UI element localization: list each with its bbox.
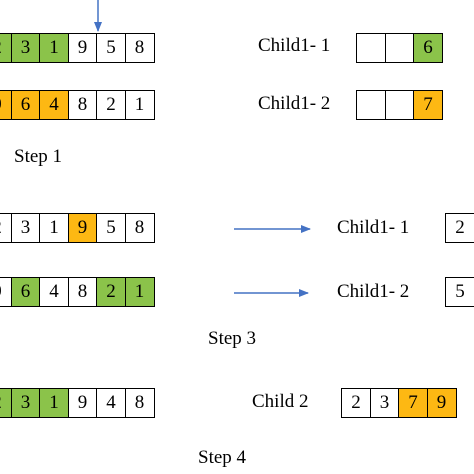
step3-caption: Step 3 (208, 328, 257, 349)
gene-cell: 4 (39, 90, 69, 120)
step1-child1-row: 6 (356, 33, 443, 63)
step3-child1-row: 2 (445, 213, 474, 243)
gene-cell: 2 (445, 213, 474, 243)
gene-cell: 3 (369, 388, 400, 418)
step4-parent-row: 231948 (0, 388, 155, 418)
gene-cell: 1 (39, 33, 69, 63)
gene-cell: 9 (67, 388, 98, 418)
gene-cell: 8 (67, 90, 98, 120)
step1-parent1-row: 231958 (0, 33, 155, 63)
gene-cell: 8 (124, 33, 155, 63)
gene-cell: 2 (96, 277, 126, 307)
gene-cell: 8 (124, 213, 155, 243)
gene-cell: 1 (124, 90, 155, 120)
gene-cell: 2 (96, 90, 126, 120)
gene-cell (356, 90, 386, 120)
gene-cell: 8 (67, 277, 98, 307)
child2-label: Child 2 (252, 391, 309, 412)
step1-caption: Step 1 (14, 146, 63, 167)
gene-cell: 7 (398, 388, 428, 418)
gene-cell: 2 (341, 388, 371, 418)
gene-cell (384, 33, 415, 63)
gene-cell: 3 (10, 213, 41, 243)
gene-cell (384, 90, 415, 120)
gene-cell: 5 (445, 277, 474, 307)
step1-child2-row: 7 (356, 90, 443, 120)
child1-1-label: Child1- 1 (258, 35, 331, 56)
step1-parent2-row: 964821 (0, 90, 155, 120)
step3-child2-row: 5 (445, 277, 474, 307)
gene-cell: 5 (96, 33, 126, 63)
gene-cell: 9 (67, 33, 98, 63)
gene-cell: 8 (124, 388, 155, 418)
gene-cell: 6 (413, 33, 443, 63)
child1-1-label-step3: Child1- 1 (337, 217, 410, 238)
gene-cell: 4 (39, 277, 69, 307)
gene-cell: 5 (96, 213, 126, 243)
gene-cell: 3 (10, 388, 41, 418)
gene-cell: 6 (10, 90, 41, 120)
gene-cell: 3 (10, 33, 41, 63)
child1-2-label: Child1- 2 (258, 93, 331, 114)
gene-cell: 1 (39, 388, 69, 418)
gene-cell: 1 (39, 213, 69, 243)
gene-cell: 9 (426, 388, 457, 418)
step3-parent2-row: 964821 (0, 277, 155, 307)
gene-cell: 7 (413, 90, 443, 120)
gene-cell: 6 (10, 277, 41, 307)
child1-2-label-step3: Child1- 2 (337, 281, 410, 302)
step4-caption: Step 4 (198, 447, 247, 468)
gene-cell: 1 (124, 277, 155, 307)
gene-cell: 9 (67, 213, 98, 243)
gene-cell: 4 (96, 388, 126, 418)
gene-cell (356, 33, 386, 63)
step3-parent1-row: 231958 (0, 213, 155, 243)
